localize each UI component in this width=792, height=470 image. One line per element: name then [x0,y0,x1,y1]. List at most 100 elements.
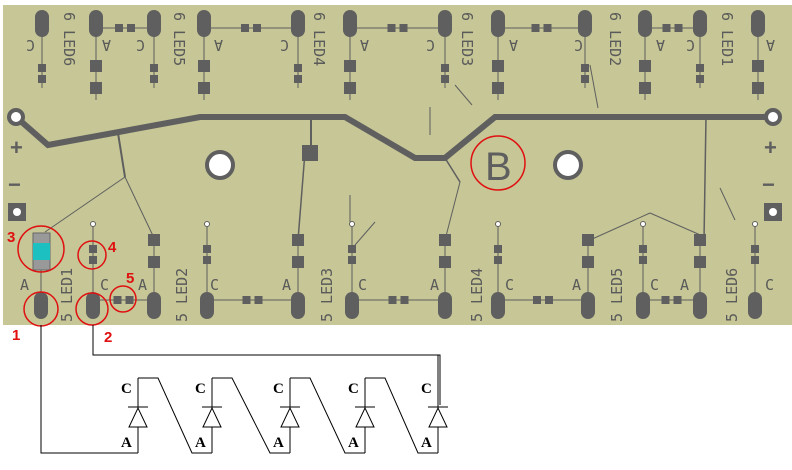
bottom-pad-11 [693,292,707,319]
smd-component [32,232,51,271]
bottom-pad-label: A [430,276,439,294]
top-pad-label: C [26,36,35,54]
top-pad-6 [343,10,357,37]
bottom-pad-label: C [505,276,514,294]
bottom-pad-10 [636,292,650,319]
bottom-pad-label: A [282,276,291,294]
bottom-pad-7 [438,292,452,319]
top-pad-1 [35,10,49,37]
traces [14,64,775,246]
bottom-pad-label: A [20,276,29,294]
top-pad-4 [197,10,211,37]
top-pad-3 [147,10,161,37]
smd-pad [439,256,451,268]
smd-pad [582,256,594,268]
top-pad-label: C [686,36,695,54]
top-pad-2 [89,10,103,37]
top-pad-label: A [766,36,775,54]
anode-label: A [121,435,132,451]
pcb-board [3,5,792,325]
callout-4: 4 [108,239,117,256]
smd-pad [639,245,647,253]
smd-pad [294,64,302,72]
cathode-label: C [348,381,359,397]
bottom-led-label: 5 LED1 [58,268,76,322]
smd-pad [348,245,356,253]
callout-3: 3 [7,229,15,246]
plus-terminal-left [7,108,25,126]
smd-pad [292,256,304,268]
cathode-label: C [421,381,432,397]
smd-pad [38,75,46,83]
bottom-led-label: 5 LED4 [468,268,486,322]
smd-pad [639,82,651,94]
smd-pad [751,256,759,264]
smd-pad [694,256,706,268]
bottom-pad-label: A [680,276,689,294]
smd-pad [752,60,764,72]
top-pad-8 [491,10,505,37]
smd-pad [294,75,302,83]
bottom-pad-12 [748,292,762,319]
plus-terminal-right [764,108,782,126]
smd-pad [344,82,356,94]
mounting-hole-right [553,150,583,180]
smd-pad [441,75,449,83]
diode-3 [280,378,300,453]
bottom-pad-label: C [100,276,109,294]
minus-label-left: − [8,172,21,197]
bottom-pad-9 [581,292,595,319]
smd-pad [581,75,589,83]
top-pad-11 [693,10,707,37]
bottom-pad-3 [147,292,161,319]
smd-pad [148,234,160,246]
top-led-label: 6 LED5 [170,12,188,66]
smd-pad [582,234,594,246]
bottom-led-label: 5 LED2 [173,268,191,322]
bottom-pad-2 [86,292,100,319]
bottom-pad-label: C [650,276,659,294]
smd-pad [494,245,502,253]
smd-pad [89,256,97,264]
smd-pad [203,245,211,253]
plus-label-left: + [10,135,23,160]
top-pad-label: A [509,36,518,54]
diode-4 [355,378,375,453]
mounting-hole-left [205,150,235,180]
cathode-label: C [273,381,284,397]
power-trace [14,114,775,161]
smd-pad [494,256,502,264]
bottom-pad-1 [34,292,48,319]
bottom-pad-8 [491,292,505,319]
smd-pad [752,82,764,94]
top-pad-label: C [280,36,289,54]
top-pad-label: A [360,36,369,54]
callout-1: 1 [12,327,20,344]
smd-pad [150,64,158,72]
diode-1 [128,378,148,453]
smd-pad [492,60,504,72]
plus-label-right: + [764,135,777,160]
via-pad [302,145,318,161]
anode-label: A [273,435,284,451]
smd-pad [439,234,451,246]
smd-pad [198,60,210,72]
anode-label: A [421,435,432,451]
anode-label: A [348,435,359,451]
minus-label-right: − [762,172,775,197]
smd-pad [492,82,504,94]
top-led-label: 6 LED4 [310,12,328,66]
bottom-pad-4 [200,292,214,319]
wire-pad2 [92,325,441,405]
cathode-label: C [195,381,206,397]
top-pad-label: C [574,36,583,54]
top-pad-label: C [136,36,145,54]
top-pad-label: A [656,36,665,54]
smd-pad [344,60,356,72]
smd-pad [38,64,46,72]
bottom-pad-5 [291,292,305,319]
smd-pad [148,256,160,268]
smd-pad [696,64,704,72]
smd-pad [89,245,97,253]
